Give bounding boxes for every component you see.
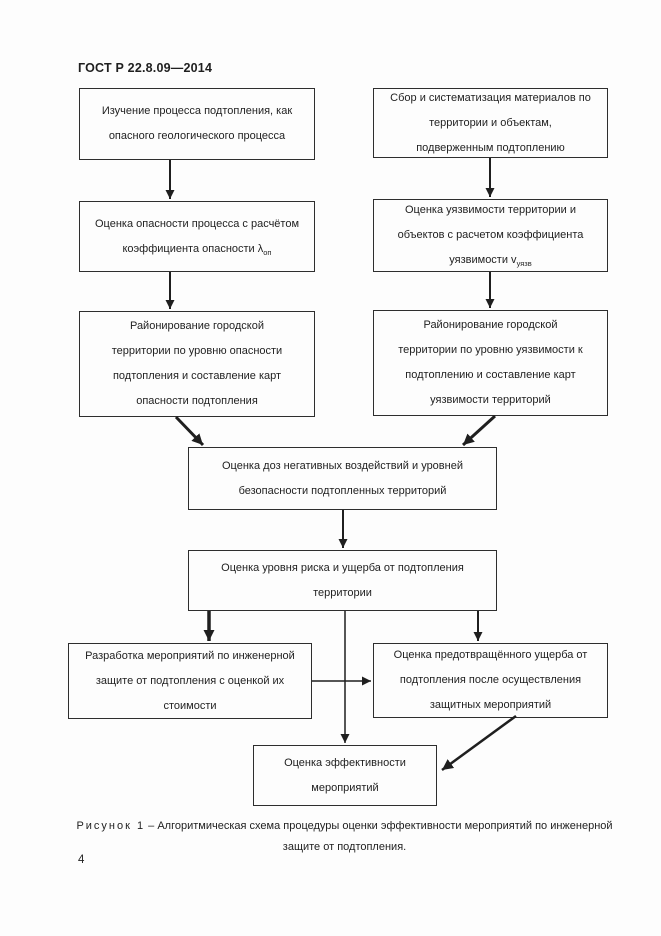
formula-subscript: оп (263, 247, 272, 257)
box-text-line: опасности подтопления (136, 395, 258, 407)
box-text-line: защите от подтопления с оценкой их (95, 674, 285, 687)
box-text-line: подтопления после осуществления (399, 674, 582, 686)
box-text-line: уязвимости vуязв (449, 248, 531, 273)
box-text-line: коэффициента опасности λоп (123, 237, 272, 262)
box-text-line: территории по уровню уязвимости к (398, 344, 583, 356)
box-text-line: безопасности подтопленных территорий (238, 484, 447, 497)
box-text-line: мероприятий (311, 782, 379, 794)
arrow-prevented-to-effectiveness (441, 714, 517, 772)
box-text-line: подверженным подтоплению (416, 141, 565, 154)
flowchart-box-measures-development: Разработка мероприятий по инженерной защ… (68, 643, 312, 719)
flowchart-box-study-process: Изучение процесса подтопления, как опасн… (79, 88, 315, 160)
figure-caption-text: – Алгоритмическая схема процедуры оценки… (145, 820, 613, 832)
box-text-line: Оценка уровня риска и ущерба от подтопле… (221, 561, 464, 574)
formula-subscript: уязв (516, 259, 532, 269)
box-text-line: защитных мероприятий (429, 699, 552, 711)
box-text-line: Разработка мероприятий по инженерной (85, 649, 295, 662)
box-text-line: подтопления и составление карт (112, 370, 282, 382)
arrow-zoning-left-to-dose (174, 415, 205, 447)
figure-caption-line2: защите от подтопления. (282, 841, 407, 853)
box-text-line: Оценка эффективности (284, 757, 406, 769)
figure-caption-label: Рисунок 1 (76, 820, 146, 832)
box-text-line: территории по уровню опасности (111, 345, 283, 357)
document-header: ГОСТ Р 22.8.09—2014 (78, 61, 213, 75)
box-text-line: Оценка доз негативных воздействий и уров… (222, 459, 463, 472)
page-number: 4 (78, 854, 85, 866)
flowchart-box-risk-assessment: Оценка уровня риска и ущерба от подтопле… (188, 550, 497, 611)
box-text-line: объектов с расчетом коэффициента (397, 229, 584, 241)
box-text-line: территории (313, 586, 372, 599)
box-text-line: уязвимости территорий (430, 394, 551, 406)
box-text-line: Районирование городской (423, 319, 558, 331)
box-text-line: Оценка предотвращённого ущерба от (393, 649, 588, 661)
box-text-line: опасного геологического процесса (108, 130, 286, 142)
figure-caption: Рисунок 1 – Алгоритмическая схема процед… (64, 816, 625, 858)
box-text-line: стоимости (163, 699, 217, 712)
box-text-line: территории и объектам, (429, 116, 552, 129)
flowchart-box-collect-materials: Сбор и систематизация материалов по терр… (373, 88, 608, 158)
flowchart-box-prevented-damage: Оценка предотвращённого ущерба от подтоп… (373, 643, 608, 718)
box-text-line: Районирование городской (129, 320, 265, 332)
box-text-line: подтоплению и составление карт (405, 369, 576, 381)
flowchart-box-effectiveness: Оценка эффективности мероприятий (253, 745, 437, 806)
arrow-zoning-right-to-dose (461, 414, 497, 447)
formula-text: коэффициента опасности λ (122, 242, 264, 255)
box-text-line: Сбор и систематизация материалов по (390, 91, 591, 104)
box-text-line: Изучение процесса подтопления, как (101, 105, 293, 117)
formula-text: уязвимости v (449, 254, 517, 266)
flowchart-box-vulnerability-assessment: Оценка уязвимости территории и объектов … (373, 199, 608, 272)
box-text-line: Оценка опасности процесса с расчётом (94, 217, 300, 230)
flowchart-box-hazard-assessment: Оценка опасности процесса с расчётом коэ… (79, 201, 315, 272)
flowchart-box-zoning-vulnerability: Районирование городской территории по ур… (373, 310, 608, 416)
flowchart-box-dose-assessment: Оценка доз негативных воздействий и уров… (188, 447, 497, 510)
box-text-line: Оценка уязвимости территории и (405, 204, 576, 216)
flowchart-box-zoning-hazard: Районирование городской территории по ур… (79, 311, 315, 417)
